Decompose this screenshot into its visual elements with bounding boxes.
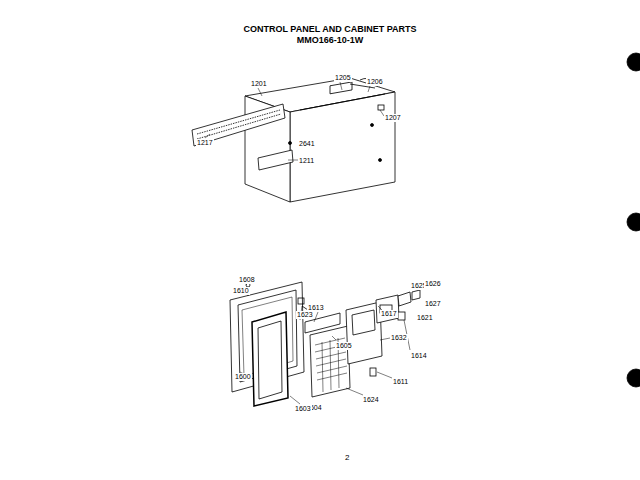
callout-number: 1205 <box>334 74 352 82</box>
leader-lines <box>205 82 410 404</box>
hole-punch <box>627 53 640 71</box>
callout-number: 1613 <box>307 304 325 312</box>
callout-number: 1623 <box>296 311 314 319</box>
callout-number: 1206 <box>366 78 384 86</box>
callout-number: 1611 <box>392 378 409 386</box>
callout-number: 1614 <box>410 352 428 360</box>
switch <box>298 298 304 304</box>
callout-number: 1207 <box>384 114 402 122</box>
callout-number: 1610 <box>232 287 250 295</box>
hole-punch <box>627 369 640 387</box>
bracket <box>258 150 293 170</box>
callout-number: 1201 <box>250 80 268 88</box>
callout-number: 1626 <box>424 280 442 288</box>
callout-number: 1600 <box>234 373 252 381</box>
callout-number: 1211 <box>298 157 315 165</box>
callout-number: 1605 <box>335 342 353 350</box>
callout-number: 1608 <box>238 276 256 284</box>
callout-number: 1603 <box>294 405 312 413</box>
page-number: 2 <box>344 454 350 462</box>
callout-number: 1632 <box>390 334 408 342</box>
callout-number: 1624 <box>362 396 380 404</box>
callout-number: 1217 <box>196 139 214 147</box>
diagram-title: CONTROL PANEL AND CABINET PARTS MMO166-1… <box>225 24 435 46</box>
callout-number: 2641 <box>298 140 316 148</box>
door-frame <box>252 312 288 406</box>
cabinet <box>245 78 395 202</box>
callout-number: 1617 <box>380 310 398 318</box>
control-panel <box>305 290 420 397</box>
callout-number: 1627 <box>424 300 442 308</box>
callout-number: 1621 <box>416 314 434 322</box>
hole-punch <box>627 213 640 231</box>
vent-grille <box>192 104 285 146</box>
